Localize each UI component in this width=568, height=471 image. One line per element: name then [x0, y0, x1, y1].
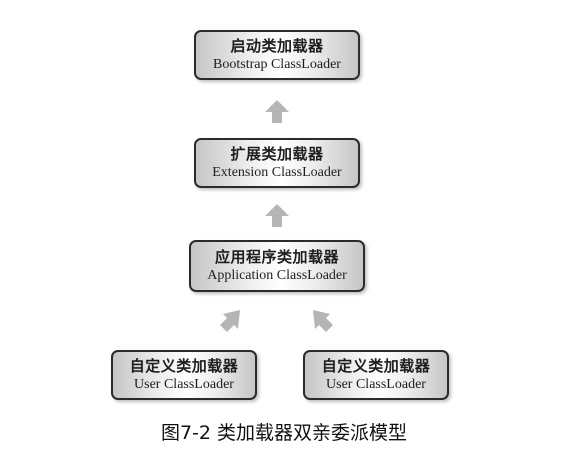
arrow-application-to-extension: [265, 204, 289, 227]
figure-caption: 图7-2 类加载器双亲委派模型: [160, 422, 408, 444]
extension-classloader-node: 扩展类加载器 Extension ClassLoader: [194, 138, 360, 188]
extension-en-label: Extension ClassLoader: [212, 164, 342, 180]
user1-zh-label: 自定义类加载器: [129, 356, 239, 375]
application-zh-label: 应用程序类加载器: [214, 247, 339, 266]
bootstrap-en-label: Bootstrap ClassLoader: [213, 56, 341, 72]
arrow-user2-to-application: [313, 310, 333, 332]
user2-zh-label: 自定义类加载器: [321, 356, 431, 375]
user1-en-label: User ClassLoader: [134, 376, 234, 392]
application-classloader-node: 应用程序类加载器 Application ClassLoader: [189, 240, 365, 292]
user-classloader-node-right: 自定义类加载器 User ClassLoader: [303, 350, 449, 400]
arrow-extension-to-bootstrap: [265, 100, 289, 123]
application-en-label: Application ClassLoader: [207, 267, 347, 283]
bootstrap-zh-label: 启动类加载器: [230, 36, 324, 55]
user2-en-label: User ClassLoader: [326, 376, 426, 392]
user-classloader-node-left: 自定义类加载器 User ClassLoader: [111, 350, 257, 400]
bootstrap-classloader-node: 启动类加载器 Bootstrap ClassLoader: [194, 30, 360, 80]
arrow-user1-to-application: [220, 310, 240, 332]
extension-zh-label: 扩展类加载器: [230, 144, 324, 163]
